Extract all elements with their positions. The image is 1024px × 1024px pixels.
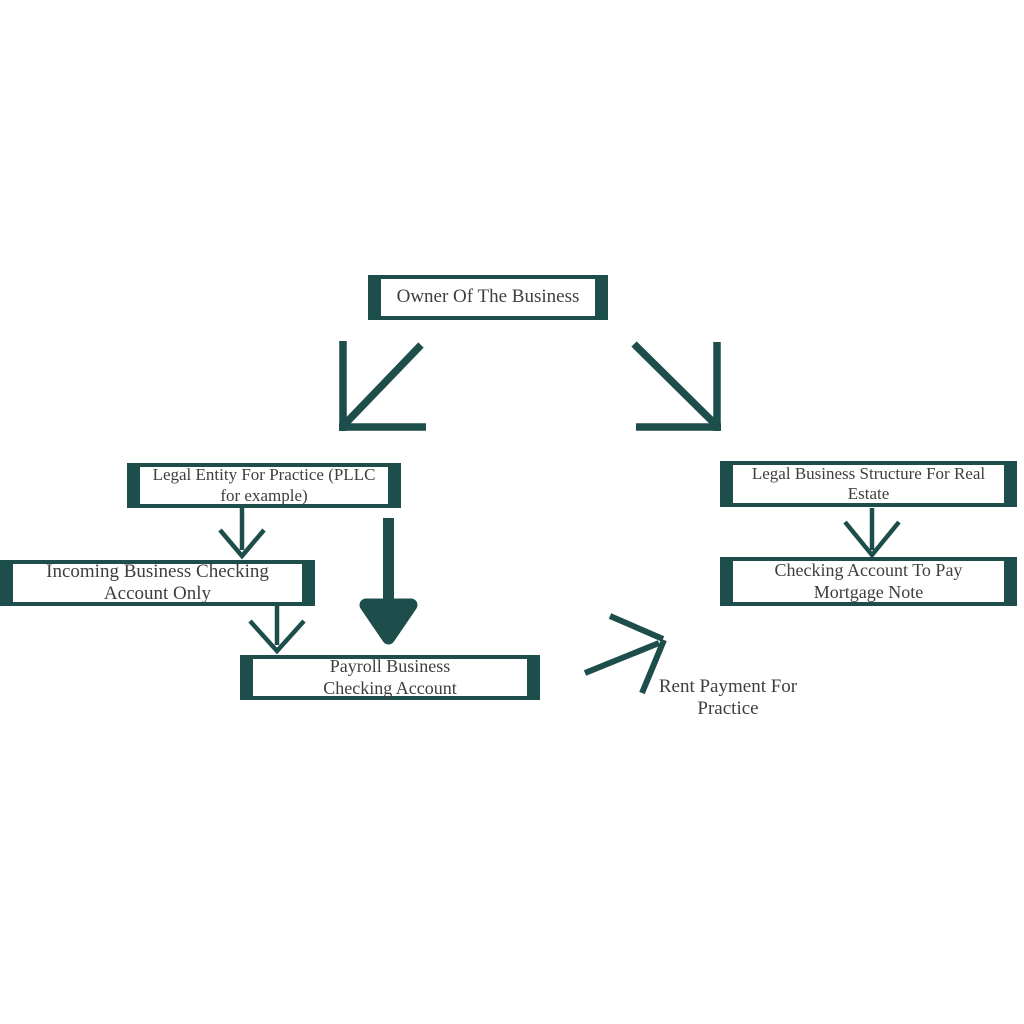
arrow-legal-entity-to-payroll-thick bbox=[359, 518, 418, 645]
node-legal-entity-inner: Legal Entity For Practice (PLLC for exam… bbox=[140, 465, 388, 505]
node-incoming-checking: Incoming Business Checking Account Only bbox=[0, 560, 315, 606]
rent-payment-label: Rent Payment For Practice bbox=[658, 676, 798, 720]
node-mortgage-checking-inner: Checking Account To Pay Mortgage Note bbox=[733, 560, 1004, 602]
node-legal-structure-inner: Legal Business Structure For Real Estate bbox=[733, 463, 1004, 503]
node-payroll-checking: Payroll Business Checking Account bbox=[240, 655, 540, 700]
node-mortgage-checking-label: Checking Account To Pay Mortgage Note bbox=[774, 560, 963, 602]
arrow-owner-to-legal-structure bbox=[631, 341, 721, 431]
node-owner-of-business: Owner Of The Business bbox=[368, 275, 608, 320]
node-incoming-checking-label: Incoming Business Checking Account Only bbox=[46, 560, 269, 604]
node-legal-entity-practice: Legal Entity For Practice (PLLC for exam… bbox=[127, 463, 401, 508]
node-owner-inner: Owner Of The Business bbox=[381, 279, 595, 316]
node-incoming-checking-inner: Incoming Business Checking Account Only bbox=[13, 561, 302, 604]
node-payroll-checking-label: Payroll Business Checking Account bbox=[323, 656, 457, 698]
node-legal-business-structure: Legal Business Structure For Real Estate bbox=[720, 461, 1017, 507]
arrow-legal-entity-to-incoming bbox=[218, 508, 266, 560]
arrow-incoming-to-payroll bbox=[248, 606, 306, 655]
node-payroll-checking-inner: Payroll Business Checking Account bbox=[253, 656, 527, 698]
node-mortgage-checking: Checking Account To Pay Mortgage Note bbox=[720, 557, 1017, 606]
node-legal-entity-label: Legal Entity For Practice (PLLC for exam… bbox=[152, 465, 376, 505]
arrow-owner-to-legal-entity bbox=[339, 341, 426, 431]
node-legal-structure-label: Legal Business Structure For Real Estate bbox=[751, 463, 986, 503]
node-owner-label: Owner Of The Business bbox=[396, 286, 580, 308]
arrow-legal-structure-to-mortgage bbox=[843, 508, 901, 559]
